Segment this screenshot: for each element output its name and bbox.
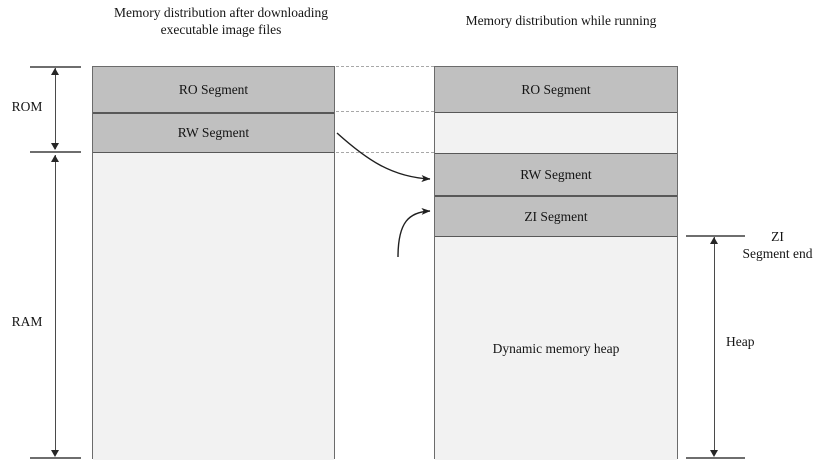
heap-top-tick (686, 235, 745, 237)
left-free-area (93, 153, 334, 460)
right-rw-segment: RW Segment (435, 153, 677, 196)
rom-bottom-tick (30, 151, 81, 153)
ro-end-alignment-guide (336, 111, 434, 112)
ram-arrow-down-icon (51, 450, 59, 457)
right-zi-segment: ZI Segment (435, 196, 677, 237)
left-ro-segment-label: RO Segment (178, 81, 249, 97)
top-alignment-guide (336, 66, 434, 67)
ram-dimension-line (55, 155, 56, 453)
heap-bottom-tick (686, 457, 745, 459)
left-rw-segment: RW Segment (93, 113, 334, 153)
rom-top-tick (30, 66, 81, 68)
ram-bottom-tick (30, 457, 81, 459)
zi-segment-end-label: ZI Segment end (742, 229, 813, 261)
right-ro-segment: RO Segment (435, 67, 677, 113)
rom-label: ROM (11, 99, 43, 114)
heap-dimension-line (714, 237, 715, 453)
right-heap-area-label: Dynamic memory heap (492, 340, 620, 356)
left-diagram-title: Memory distribution after downloading ex… (113, 5, 329, 37)
left-ro-segment: RO Segment (93, 67, 334, 113)
rom-arrow-up-icon (51, 68, 59, 75)
runtime-view-column: RO Segment RW Segment ZI Segment Dynamic… (434, 66, 678, 460)
right-zi-segment-label: ZI Segment (524, 208, 588, 224)
right-rw-segment-label: RW Segment (520, 166, 592, 182)
heap-arrow-down-icon (710, 450, 718, 457)
right-heap-area: Dynamic memory heap (435, 237, 677, 460)
rom-dimension-line (55, 68, 56, 149)
ram-label: RAM (11, 314, 43, 329)
ram-arrow-up-icon (51, 155, 59, 162)
right-diagram-title: Memory distribution while running (465, 13, 657, 28)
rw-end-alignment-guide (336, 152, 434, 153)
rw-relocation-arrow (336, 132, 431, 183)
left-rw-segment-label: RW Segment (177, 125, 250, 140)
zi-creation-arrow (397, 207, 431, 258)
rom-arrow-down-icon (51, 143, 59, 150)
right-ro-segment-label: RO Segment (521, 81, 591, 97)
heap-label: Heap (726, 334, 755, 349)
right-gap-area (435, 113, 677, 153)
load-view-column: RO Segment RW Segment (92, 66, 335, 460)
heap-arrow-up-icon (710, 237, 718, 244)
